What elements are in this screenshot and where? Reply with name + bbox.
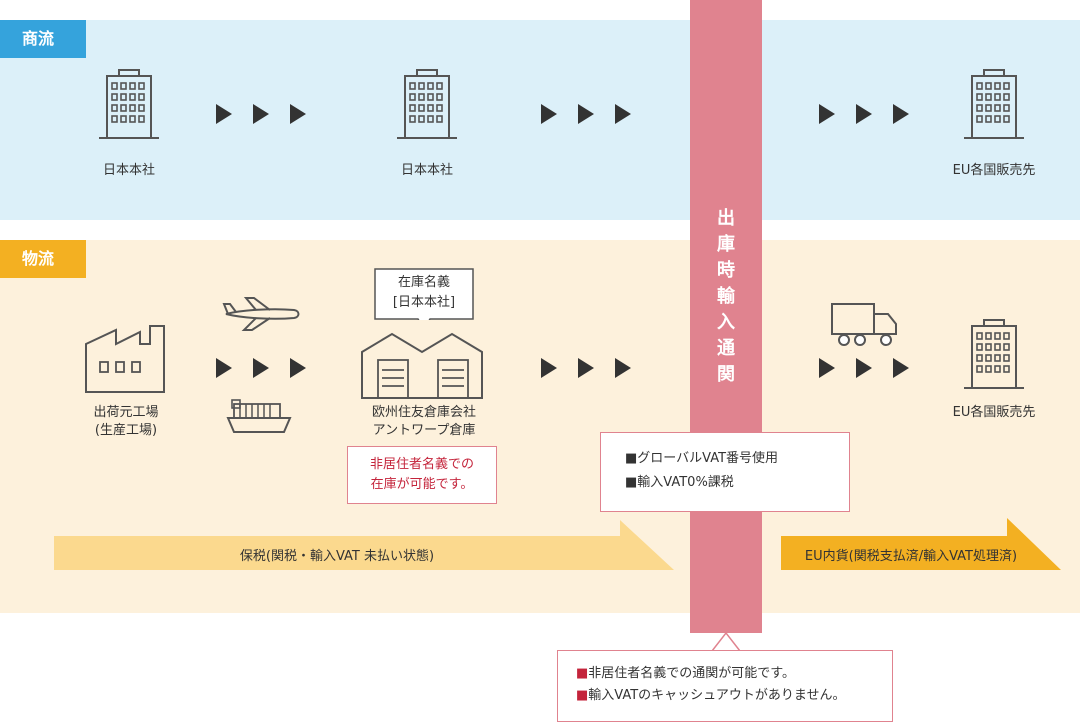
flow-arrows-icon xyxy=(216,104,306,124)
building-icon xyxy=(396,69,458,139)
customer-label: EU各国販売先 xyxy=(952,405,1036,420)
customs-char: 関 xyxy=(717,364,735,385)
building-icon xyxy=(98,69,160,139)
ship-icon xyxy=(226,399,292,433)
commerce-section-label: 商流 xyxy=(0,20,86,58)
truck-icon xyxy=(831,303,897,346)
building-icon xyxy=(963,319,1025,389)
callout-pointer xyxy=(712,631,740,652)
customs-char: 出 xyxy=(717,208,735,229)
vat-info-box: ■グローバルVAT番号使用 ■輸入VAT0%課税 xyxy=(600,432,850,512)
commerce-node-label: EU各国販売先 xyxy=(952,163,1036,178)
flow-arrows-icon xyxy=(819,358,909,378)
eu-goods-banner-arrow xyxy=(781,518,1061,570)
note-line: 在庫が可能です。 xyxy=(370,477,474,492)
commerce-node-label: 日本本社 xyxy=(102,163,155,178)
benefit-text: 非居住者名義での通関が可能です。 xyxy=(588,666,795,681)
customs-benefits-box: ■非居住者名義での通関が可能です。 ■輸入VATのキャッシュアウトがありません。 xyxy=(557,650,893,722)
factory-label: 出荷元工場 xyxy=(93,405,159,420)
bonded-banner-label: 保税(関税・輸入VAT 未払い状態) xyxy=(239,549,435,564)
factory-sublabel: (生産工場) xyxy=(94,423,158,438)
airplane-icon xyxy=(222,297,300,331)
factory-icon xyxy=(85,325,165,393)
customs-clearance-bar xyxy=(690,0,762,633)
note-line: 非居住者名義での xyxy=(369,457,474,472)
stock-owner-label: 在庫名義 xyxy=(397,275,450,290)
bonded-banner-arrow xyxy=(54,520,674,570)
flow-arrows-icon xyxy=(541,104,631,124)
non-resident-stock-note: 非居住者名義での 在庫が可能です。 xyxy=(347,446,497,504)
flow-arrows-icon xyxy=(541,358,631,378)
benefit-row: ■非居住者名義での通関が可能です。 xyxy=(576,663,892,685)
stock-owner-name: [日本本社] xyxy=(392,295,456,310)
benefit-row: ■輸入VATのキャッシュアウトがありません。 xyxy=(576,685,892,707)
customs-char: 輸 xyxy=(717,286,735,307)
flow-arrows-icon xyxy=(216,358,306,378)
bullet-icon: ■ xyxy=(576,688,589,703)
customs-clearance-label: 出 庫 時 輸 入 通 関 xyxy=(690,206,762,388)
vat-info-row: ■輸入VAT0%課税 xyxy=(625,475,734,490)
warehouse-label: 欧州住友倉庫会社 xyxy=(371,405,476,420)
customs-char: 通 xyxy=(717,338,735,359)
customs-char: 時 xyxy=(717,260,735,281)
flow-arrows-icon xyxy=(819,104,909,124)
building-icon xyxy=(963,69,1025,139)
customs-char: 入 xyxy=(717,312,735,333)
eu-goods-banner-label: EU内貨(関税支払済/輸入VAT処理済) xyxy=(804,549,1018,564)
warehouse-icon xyxy=(361,332,483,399)
commerce-band xyxy=(0,20,1080,220)
stock-callout-bubble xyxy=(374,268,474,320)
customs-char: 庫 xyxy=(717,234,735,255)
warehouse-sublabel: アントワープ倉庫 xyxy=(372,423,476,438)
commerce-node-label: 日本本社 xyxy=(400,163,453,178)
benefit-text: 輸入VATのキャッシュアウトがありません。 xyxy=(588,688,846,703)
bullet-icon: ■ xyxy=(576,666,589,681)
logistics-section-label: 物流 xyxy=(0,240,86,278)
vat-info-row: ■グローバルVAT番号使用 xyxy=(625,451,779,466)
